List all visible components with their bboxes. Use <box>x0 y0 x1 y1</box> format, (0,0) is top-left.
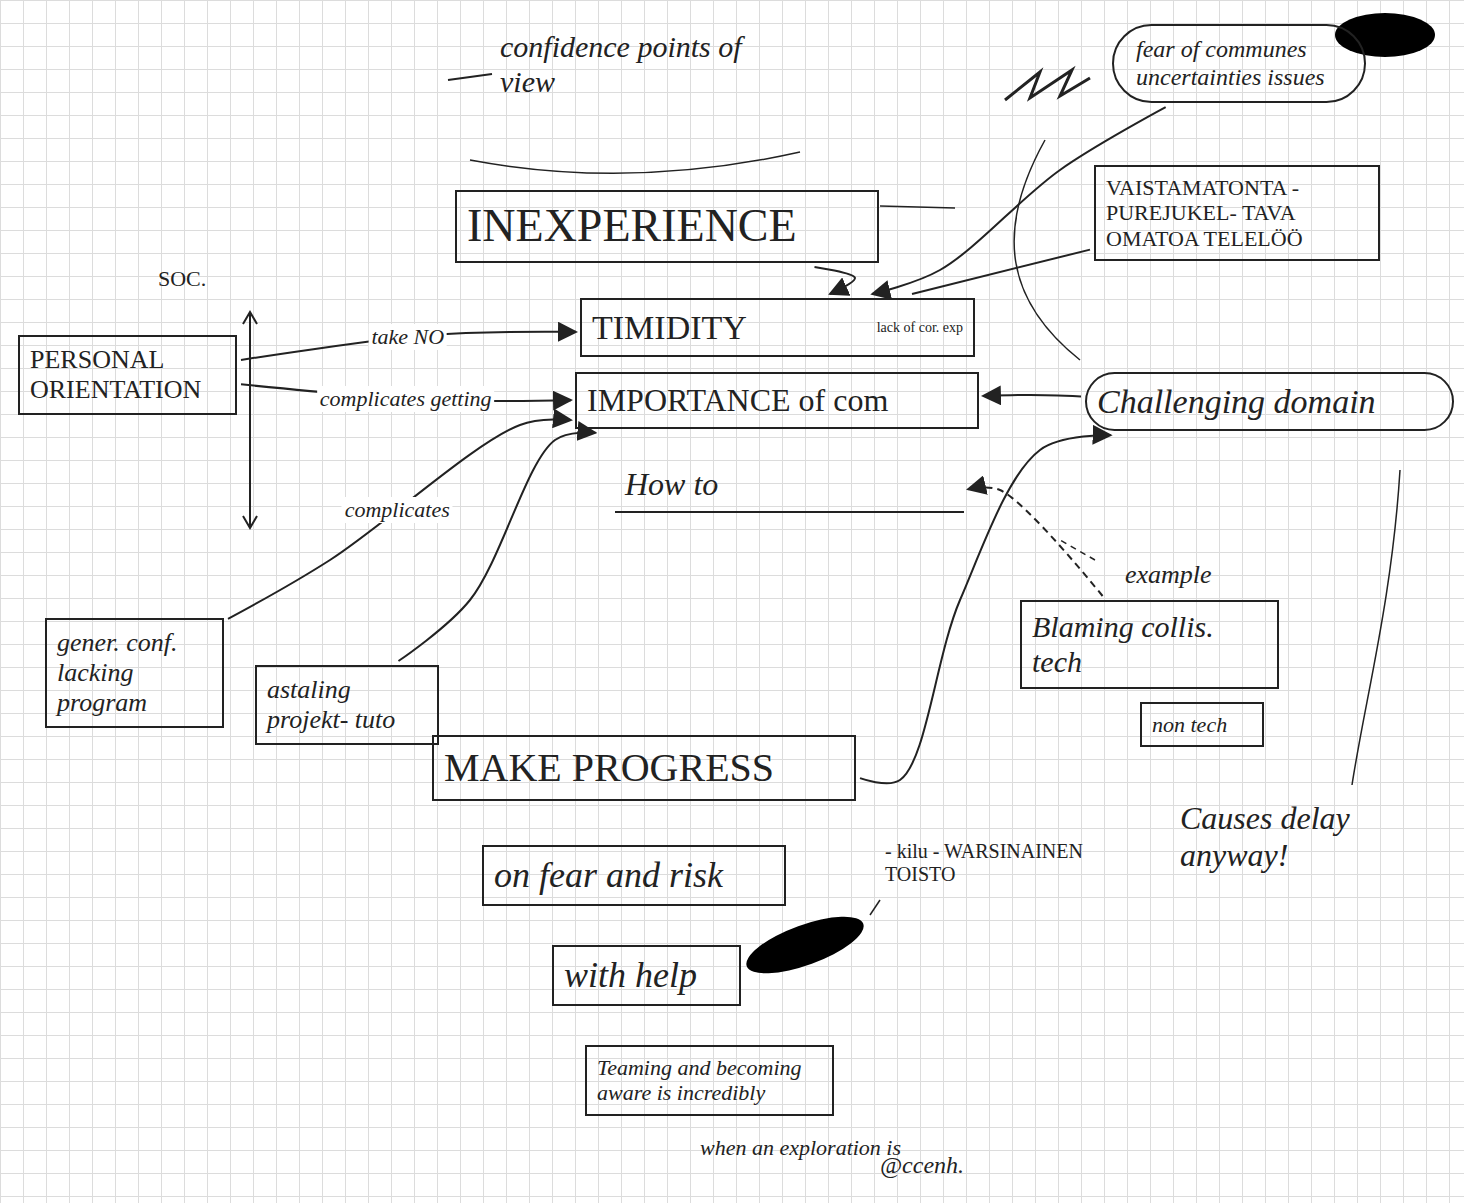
node-text: INEXPERIENCE <box>467 200 867 253</box>
axis-label: SOC. <box>158 266 238 291</box>
node-text: VAISTAMATONTA -PUREJUKEL- TAVA OMATOA TE… <box>1106 175 1368 251</box>
double-arrow <box>243 312 257 528</box>
node-text: MAKE PROGRESS <box>444 745 844 791</box>
worry-bubble: fear of communes uncertainties issues <box>1112 24 1366 103</box>
arc-stroke <box>470 152 800 173</box>
factor-box: gener. conf. lacking program <box>45 618 224 728</box>
node-text: How to <box>625 466 954 503</box>
factor-box: PERSONAL ORIENTATION <box>18 335 237 415</box>
node-text: TIMIDITY <box>592 308 747 347</box>
node-text: on fear and risk <box>494 855 774 896</box>
annotation: example <box>1125 560 1295 590</box>
scribble <box>1005 70 1090 100</box>
node-text: non tech <box>1152 712 1252 737</box>
concept-box: INEXPERIENCE <box>455 190 879 263</box>
edge-label: take NO <box>368 324 447 350</box>
node-text: Challenging domain <box>1097 382 1442 421</box>
node-text: fear of communes uncertainties issues <box>1136 36 1342 91</box>
dashed-stroke <box>1060 540 1095 560</box>
node-text: IMPORTANCE of com <box>587 382 967 419</box>
connector-arrow <box>983 395 1081 396</box>
node-text: gener. conf. lacking program <box>57 628 212 718</box>
note-box: Teaming and becoming aware is incredibly <box>585 1045 834 1116</box>
annotation: Causes delay anyway! <box>1180 800 1450 874</box>
note-box: VAISTAMATONTA -PUREJUKEL- TAVA OMATOA TE… <box>1094 165 1380 261</box>
example-box: non tech <box>1140 702 1264 747</box>
connector-arrow <box>814 267 855 294</box>
connector-arrow <box>912 250 1090 294</box>
node-text: astaling projekt- tuto <box>267 675 427 735</box>
heading-note: confidence points of view <box>500 30 770 99</box>
concept-box: IMPORTANCE of com <box>575 372 979 429</box>
node-text: Blaming collis. tech <box>1032 610 1267 679</box>
concept-box: TIMIDITY lack of cor. exp <box>580 298 975 357</box>
example-box: Blaming collis. tech <box>1020 600 1279 689</box>
edge-label: complicates getting <box>317 386 495 412</box>
action-box: MAKE PROGRESS <box>432 735 856 801</box>
redaction-blob <box>740 905 870 985</box>
edge-label: complicates <box>342 497 453 523</box>
node-text: with help <box>564 955 729 996</box>
leader-line <box>870 900 880 915</box>
connector-arrow <box>398 432 595 661</box>
node-text: PERSONAL ORIENTATION <box>30 345 225 405</box>
dash-stroke <box>448 74 492 80</box>
curve-stroke <box>1014 140 1080 360</box>
redaction-blob <box>1335 13 1435 57</box>
connector-arrow <box>968 487 1103 596</box>
connector-arrow <box>228 420 571 619</box>
node-text: Teaming and becoming aware is incredibly <box>597 1055 822 1106</box>
line-stroke <box>880 206 955 208</box>
annotation: - kilu - WARSINAINEN TOISTO <box>885 840 1125 886</box>
factor-box: astaling projekt- tuto <box>255 665 439 745</box>
question-band: How to <box>615 458 964 513</box>
leader-line <box>1352 470 1400 785</box>
domain-band: Challenging domain <box>1085 372 1454 431</box>
node-text: lack of cor. exp <box>877 320 963 336</box>
annotation: @ccenh. <box>880 1152 1020 1180</box>
connector-arrow <box>860 435 1111 783</box>
action-box: with help <box>552 945 741 1006</box>
action-box: on fear and risk <box>482 845 786 906</box>
